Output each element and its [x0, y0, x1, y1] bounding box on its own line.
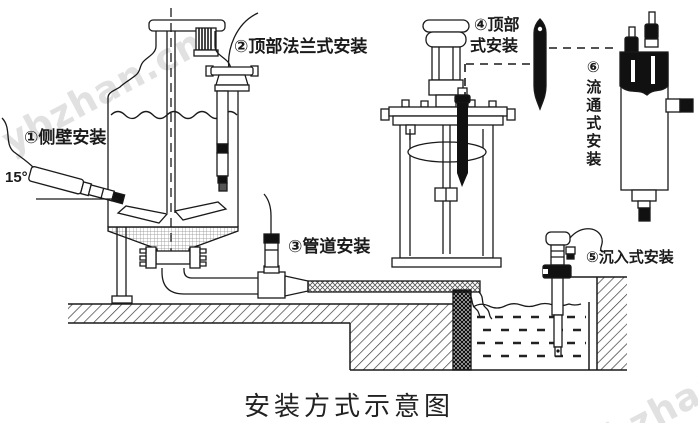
- cable: [569, 228, 603, 253]
- braided-pipe: [307, 280, 481, 293]
- outlet-port: [665, 98, 681, 113]
- inlet-fitting: [631, 189, 657, 202]
- pit-outline: [350, 276, 627, 371]
- black-probe: [457, 103, 468, 173]
- vessel-liquid-surface: [407, 141, 487, 163]
- tank-foot: [111, 295, 133, 304]
- probe-tip: [110, 191, 126, 205]
- valve-flange-left: [145, 246, 157, 269]
- label-side-wall: ①侧壁安装: [24, 128, 107, 147]
- sump: [350, 276, 627, 371]
- vessel-base: [391, 257, 502, 268]
- inflow-stream: [478, 291, 493, 320]
- vessel-body: [399, 125, 494, 259]
- tee-fitting: [257, 271, 286, 299]
- actuator-frame: [431, 46, 461, 81]
- cell-head: [619, 51, 669, 96]
- probe-body: [216, 90, 229, 145]
- valve-body: [155, 250, 191, 265]
- electrode-body: [533, 18, 547, 111]
- stirrer-blade-left: [116, 205, 169, 224]
- water-dashes: [477, 315, 586, 358]
- elbow-pipe-outer: [161, 268, 258, 295]
- label-pipeline: ③管道安装: [288, 237, 371, 256]
- flange-plate: [210, 66, 254, 76]
- dashed-connectors: [464, 47, 617, 95]
- elbow-pipe-inner: [183, 268, 258, 279]
- stirrer-shaft: [166, 31, 176, 213]
- pipeline-assembly: [257, 193, 481, 299]
- tank-leg: [116, 227, 127, 296]
- probe-body: [551, 277, 564, 316]
- probe-tip: [218, 182, 228, 192]
- tank-wall-left: [107, 31, 157, 227]
- valve-flange-right: [189, 246, 201, 269]
- liquid-level-wave: [110, 110, 238, 120]
- top-flange-probe: [205, 12, 259, 192]
- pit-right-bank: [597, 277, 627, 370]
- electrode-probe: [533, 18, 547, 111]
- label-top-mount-line1: ④顶部: [474, 17, 520, 34]
- sensor-body: [264, 242, 279, 268]
- top-mount-vessel: [380, 19, 516, 268]
- pit-left-bank: [350, 304, 453, 370]
- cable: [1, 117, 35, 169]
- diagram-title: 安装方式示意图: [243, 392, 454, 421]
- connector-right: [644, 23, 659, 40]
- ground: [68, 303, 453, 370]
- flanged-lid: [388, 106, 508, 117]
- actuator-cap: [422, 19, 470, 33]
- pit-dark-wall: [452, 289, 472, 371]
- pipe-reducer: [284, 275, 309, 297]
- label-angle-15deg: 15°: [5, 169, 28, 186]
- water-surface: [472, 302, 582, 309]
- label-flow-through: ⑥流通式安装: [584, 58, 602, 169]
- tank-cone-bottom: [107, 226, 239, 254]
- side-wall-probe: [1, 117, 126, 205]
- stirrer-blade-right: [173, 201, 228, 221]
- probe-cap: [545, 231, 571, 246]
- submersion-probe: [542, 228, 603, 357]
- label-top-flange: ②顶部法兰式安装: [234, 37, 368, 56]
- flow-cell: [619, 11, 694, 222]
- sensor-cap: [263, 233, 280, 244]
- label-submersion: ⑤沉入式安装: [586, 249, 674, 266]
- label-top-mount-line2: 式安装: [470, 38, 519, 55]
- cable: [263, 193, 272, 234]
